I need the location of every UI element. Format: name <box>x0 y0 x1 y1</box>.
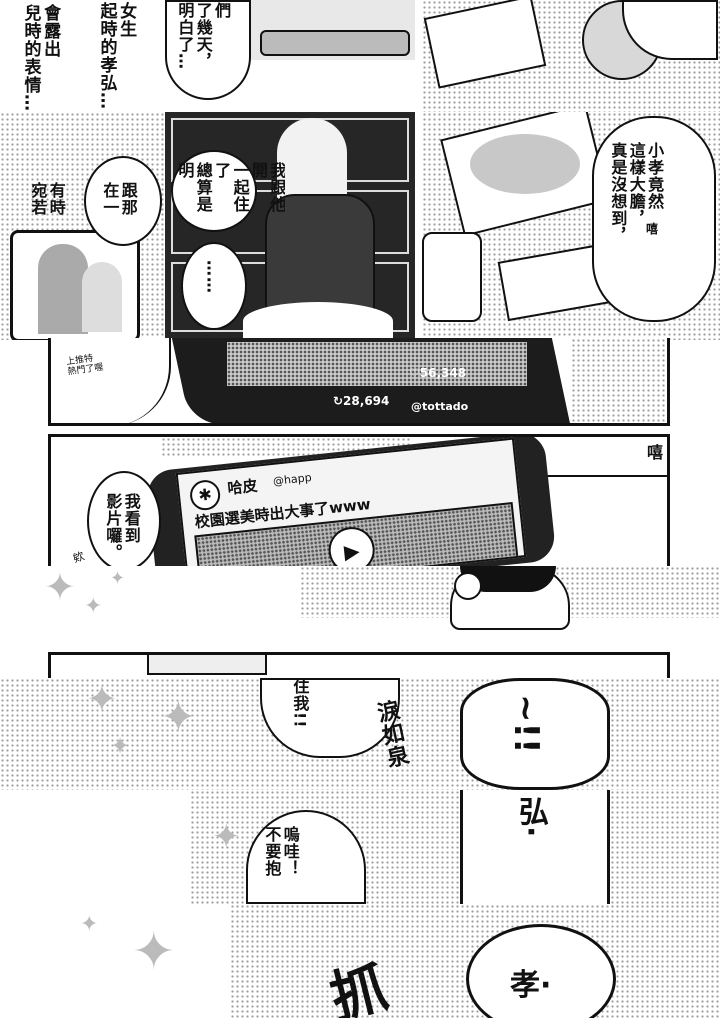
panel-border-row <box>48 652 670 678</box>
shout-taka: 孝· <box>510 968 552 1003</box>
play-icon[interactable]: ▶ <box>326 524 377 570</box>
sfx-tears-pouring: 淚如泉 <box>371 698 411 771</box>
shout-exclaim: ~!! <box>506 694 546 754</box>
speech-dont-hug: 嗚哇！ 不要抱 <box>262 826 300 877</box>
poster-name: 哈皮 <box>226 476 259 498</box>
bubble-living-together <box>171 150 257 232</box>
panel-phone-likes: ♡56,348 ↻28,694 @tottado 上推特 熱門了喔 <box>48 338 670 426</box>
shout-hiro: 弘· <box>513 796 548 838</box>
caption-childhood-face: 會露出 兒時的表情… <box>20 4 61 112</box>
sfx-eh: 欸 <box>71 549 87 566</box>
panel-phone-video: 嘻 ✱ 哈皮 @happ 校園選美時出大事了www ▶ 我看到 影片囉。 欸 <box>48 434 670 570</box>
panel-shout-2: ✦ 嗚哇！ 不要抱 弘· <box>0 790 720 904</box>
panel-sparkle-strip: ✦ ✦ ✦ <box>0 566 720 654</box>
panel-salad-table: 小孝竟然 這樣大膽， 真是沒想到， 嘻 <box>422 112 720 340</box>
panel-top-middle: 們 了幾天， 明白了… <box>165 0 415 112</box>
speech-hold-me: 住我!! <box>290 678 310 729</box>
tweet-screen: ✱ 哈皮 @happ 校園選美時出大事了www ▶ <box>175 437 527 570</box>
share-count: ↻28,694 <box>333 394 390 408</box>
caption-girl-with: 女生 起時的孝弘… <box>96 2 137 110</box>
poster-handle: @tottado <box>411 400 469 413</box>
caption-sometimes: 有時 宛若 <box>28 182 66 216</box>
bubble-ellipsis <box>181 242 247 330</box>
sfx-giggle-small: 嘻 <box>646 222 659 236</box>
poster-handle-2: @happ <box>272 470 313 488</box>
like-count: ♡56,348 <box>409 366 467 380</box>
panel-bar-woman: 我跟他開 一起住了 總算是明 …… <box>165 112 415 340</box>
panel-shout-1: ✦ ✦ ✦ 住我!! 淚如泉 ~!! <box>0 678 720 790</box>
panel-top-right-food <box>422 0 720 112</box>
panel-photo-frame: 跟那 在一 有時 宛若 <box>0 112 165 340</box>
speech-saw-video: 我看到 影片囉。 <box>103 493 141 561</box>
caption-with-that: 跟那 在一 <box>100 182 138 216</box>
face-small-icon <box>454 572 482 600</box>
avatar: ✱ <box>188 478 222 512</box>
speech-living-together: 我跟他開 一起住了 總算是明 <box>175 162 286 213</box>
speech-ellipsis: …… <box>203 260 223 294</box>
speech-didnt-expect: 小孝竟然 這樣大膽， 真是沒想到， <box>608 142 665 244</box>
panel-top-left: 女生 起時的孝弘… 會露出 兒時的表情… <box>0 0 165 112</box>
sfx-giggle: 嘻 <box>647 443 664 462</box>
panel-shout-3: ✦ ✦ 抓 孝· <box>0 904 720 1018</box>
bubble-few-days: 們 了幾天， 明白了… <box>175 2 232 70</box>
